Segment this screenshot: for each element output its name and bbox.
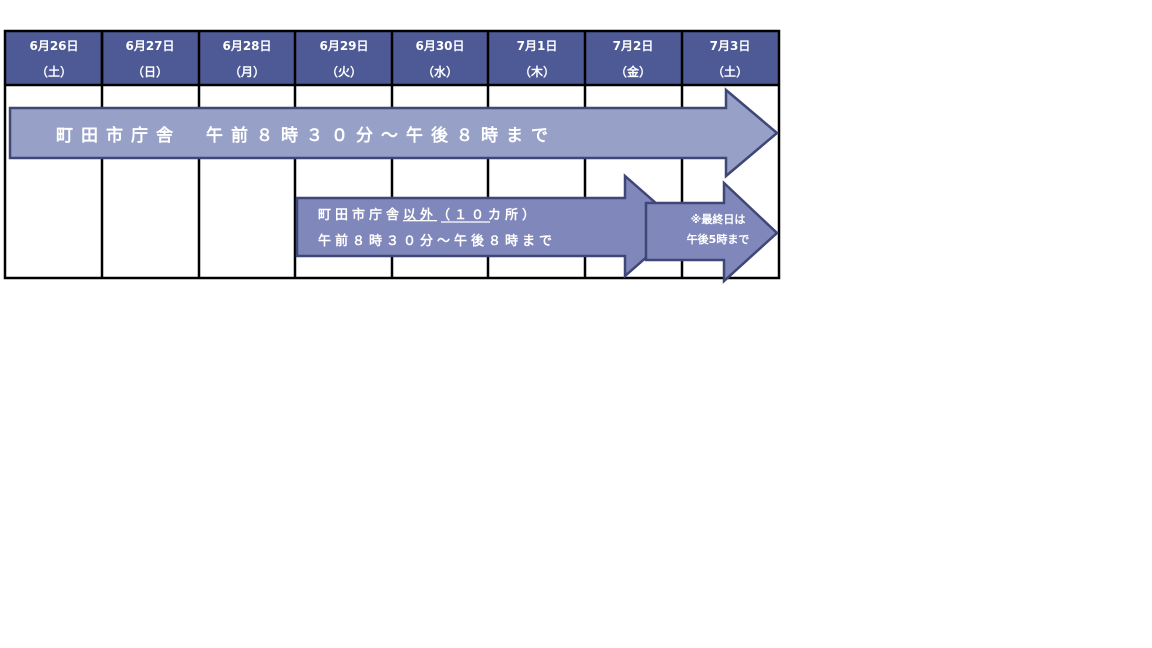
header-weekday: （土） bbox=[712, 64, 748, 79]
arrow-other-offices-underlined: 以外 bbox=[403, 207, 437, 223]
arrow-last-day-line1: ※最終日は bbox=[691, 212, 746, 226]
arrow-other-offices-suffix: （１０カ所） bbox=[437, 207, 539, 223]
header-date: 6月29日 bbox=[319, 39, 368, 53]
arrow-other-offices: 町田市庁舎以外（１０カ所） 午前８時３０分～午後８時まで bbox=[295, 173, 684, 279]
arrow-other-offices-prefix: 町田市庁舎 bbox=[318, 207, 403, 223]
header-date: 6月26日 bbox=[29, 39, 78, 53]
header-date: 7月3日 bbox=[710, 39, 751, 53]
header-date: 7月1日 bbox=[517, 39, 558, 53]
arrow-last-day-line2: 午後5時まで bbox=[687, 232, 750, 246]
arrow-other-offices-line2: 午前８時３０分～午後８時まで bbox=[318, 233, 556, 249]
arrow-city-hall-shape bbox=[8, 87, 779, 179]
header-weekday: （土） bbox=[36, 64, 72, 79]
arrow-city-hall-label: 町田市庁舎 午前８時３０分～午後８時まで bbox=[56, 125, 556, 146]
header-row: 6月26日 （土） 6月27日 （日） 6月28日 （月） 6月29日 （火） … bbox=[29, 39, 750, 79]
arrow-city-hall: 町田市庁舎 午前８時３０分～午後８時まで bbox=[8, 87, 779, 179]
header-weekday: （金） bbox=[615, 64, 651, 79]
arrow-other-offices-shape bbox=[295, 173, 684, 279]
arrow-last-day-shape bbox=[644, 180, 779, 284]
arrow-other-offices-line1: 町田市庁舎以外（１０カ所） bbox=[318, 207, 539, 223]
header-date: 6月30日 bbox=[415, 39, 464, 53]
header-weekday: （日） bbox=[132, 64, 168, 79]
header-weekday: （火） bbox=[326, 64, 362, 79]
header-weekday: （水） bbox=[422, 64, 458, 79]
arrow-last-day: ※最終日は 午後5時まで bbox=[644, 180, 779, 284]
header-date: 6月28日 bbox=[222, 39, 271, 53]
header-date: 6月27日 bbox=[125, 39, 174, 53]
header-date: 7月2日 bbox=[613, 39, 654, 53]
header-weekday: （月） bbox=[229, 64, 265, 79]
header-weekday: （木） bbox=[519, 64, 555, 79]
